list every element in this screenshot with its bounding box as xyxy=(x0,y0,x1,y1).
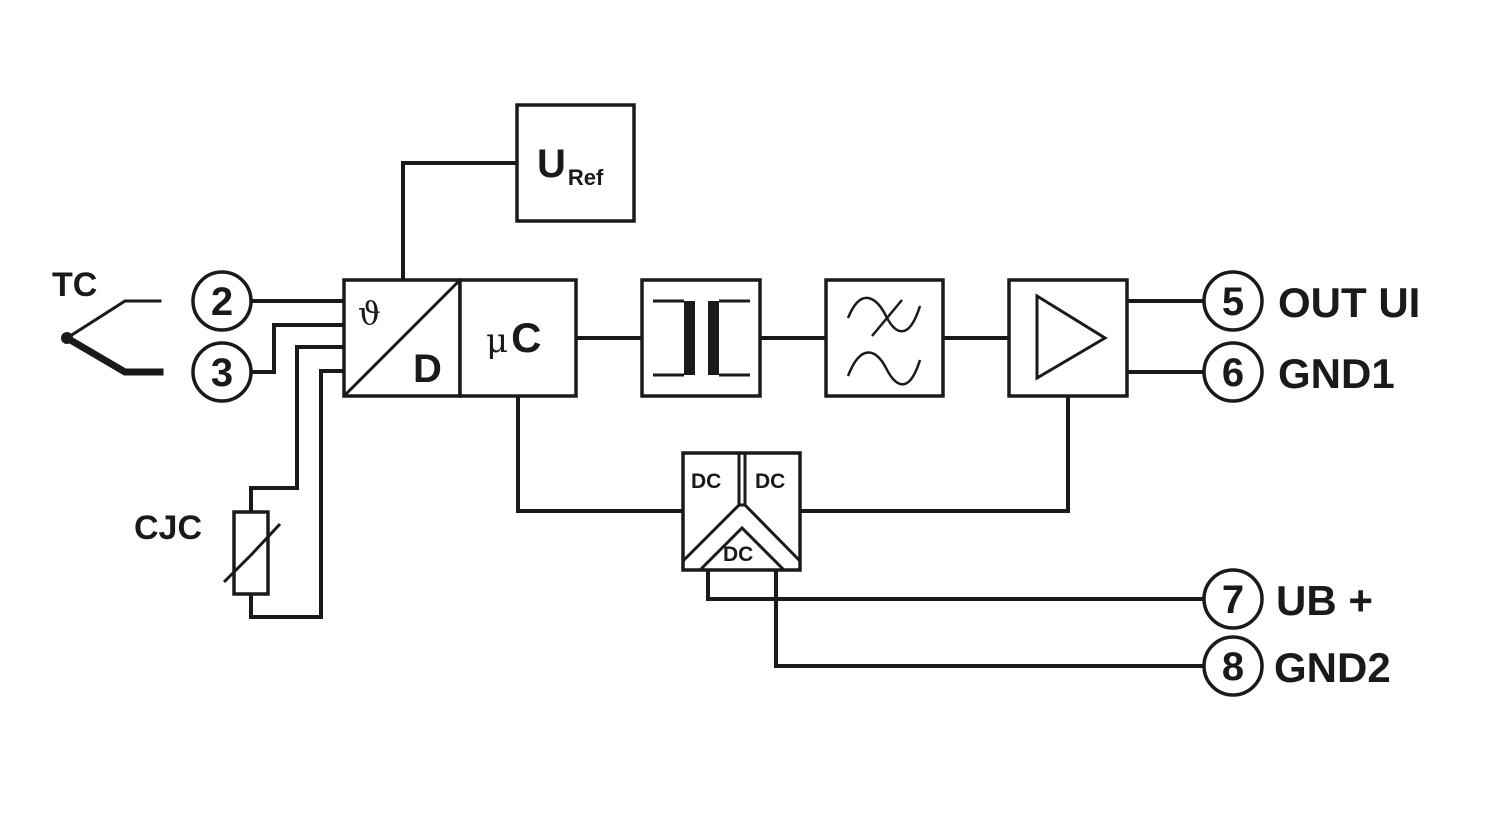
terminal-6-number: 6 xyxy=(1222,351,1244,395)
microcontroller-block: μC xyxy=(458,278,578,398)
terminal-8-circle xyxy=(1202,635,1264,697)
dc-label-left: DC xyxy=(691,470,721,493)
uref-label: URef xyxy=(537,142,604,190)
uref-block: URef xyxy=(515,103,636,223)
wire-cjc-bottom xyxy=(249,369,346,619)
thermocouple-upper-leg xyxy=(64,299,162,341)
dc-inner-chevron xyxy=(698,525,786,572)
uref-box xyxy=(515,103,636,223)
thermistor-slash xyxy=(222,522,282,584)
terminal-6: 6 GND1 xyxy=(1202,341,1395,403)
dc-converter-block: DC DC DC xyxy=(681,451,802,572)
dc-label-bottom: DC xyxy=(723,543,753,566)
wire-dc-amp xyxy=(798,394,1070,513)
terminal-6-label: GND1 xyxy=(1278,350,1395,397)
amplifier-triangle xyxy=(1035,293,1108,381)
cjc-thermistor: CJC xyxy=(134,509,282,596)
microcontroller-label: μC xyxy=(486,314,541,361)
terminal-8-label: GND2 xyxy=(1274,644,1391,691)
uref-sub: Ref xyxy=(568,165,604,190)
isolator-block xyxy=(640,278,762,398)
terminal-7-circle xyxy=(1202,568,1264,630)
terminal-5-label: OUT UI xyxy=(1278,279,1420,326)
isolator-bar-left xyxy=(684,301,695,375)
terminal-3-number: 3 xyxy=(211,351,233,395)
adc-block: ϑ D xyxy=(342,278,462,398)
wire-dc-gnd2 xyxy=(774,568,1206,668)
wire-cjc-top xyxy=(249,345,346,514)
amplifier-box xyxy=(1007,278,1129,398)
terminal-3-circle xyxy=(191,341,253,403)
uref-main: U xyxy=(537,142,566,186)
filter-upper-slash xyxy=(871,299,903,337)
terminal-8-number: 8 xyxy=(1222,645,1244,689)
filter-block xyxy=(824,278,945,398)
terminal-5: 5 OUT UI xyxy=(1202,270,1420,332)
thermocouple-lower-leg xyxy=(62,333,164,376)
filter-upper-wave xyxy=(846,296,922,333)
terminal-7-number: 7 xyxy=(1222,578,1244,622)
wire-uref-adc xyxy=(401,161,519,282)
adc-diagonal xyxy=(342,278,462,398)
terminal-2-circle xyxy=(191,270,253,332)
terminal-7: 7 UB + xyxy=(1202,568,1373,630)
dc-divider xyxy=(681,453,802,563)
isolator-left-brackets xyxy=(653,299,684,377)
wire-uc-dc xyxy=(516,394,685,513)
cjc-label: CJC xyxy=(134,509,202,547)
terminal-6-circle xyxy=(1202,341,1264,403)
filter-lower-wave xyxy=(846,351,922,386)
wires xyxy=(249,161,1206,668)
dc-label-right: DC xyxy=(755,470,785,493)
adc-symbol: ϑ xyxy=(358,294,381,332)
isolator-right-brackets xyxy=(719,299,750,377)
terminal-7-label: UB + xyxy=(1276,577,1373,624)
thermistor-body xyxy=(232,510,270,596)
isolator-bar-right xyxy=(708,301,719,375)
isolator-box xyxy=(640,278,762,398)
filter-box xyxy=(824,278,945,398)
terminal-3: 3 xyxy=(191,341,253,403)
terminal-2: 2 xyxy=(191,270,253,332)
microcontroller-box xyxy=(458,278,578,398)
sensor-label: TC xyxy=(52,266,97,304)
adc-letter: D xyxy=(413,347,442,391)
amplifier-block xyxy=(1007,278,1129,398)
mu-symbol: μ xyxy=(486,321,508,361)
terminal-5-number: 5 xyxy=(1222,280,1244,324)
thermocouple-symbol: TC xyxy=(52,266,164,376)
terminal-5-circle xyxy=(1202,270,1264,332)
dc-converter-box xyxy=(681,451,802,572)
thermocouple-junction xyxy=(61,332,73,344)
terminal-2-number: 2 xyxy=(211,280,233,324)
wire-dc-ub xyxy=(706,568,1206,601)
wire-terminal-3 xyxy=(250,323,346,374)
micro-letter: C xyxy=(511,314,541,361)
terminal-8: 8 GND2 xyxy=(1202,635,1391,697)
